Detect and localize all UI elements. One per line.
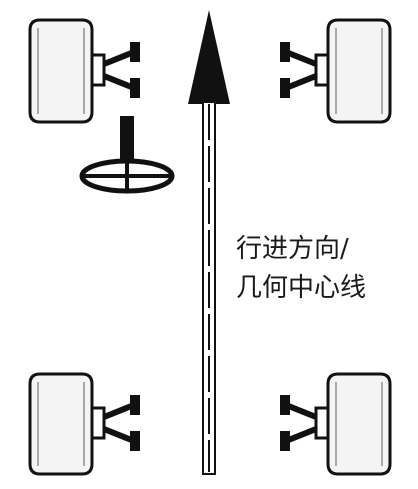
arrow-head — [188, 10, 230, 104]
suspension-arms — [102, 49, 136, 91]
direction-arrow — [188, 10, 230, 475]
suspension-arms — [284, 49, 318, 91]
wheel-rear-left — [28, 372, 140, 476]
direction-label-line-1: 行进方向/ — [236, 234, 349, 264]
wheel-tire — [326, 18, 392, 124]
wheel-hub — [90, 406, 106, 440]
wheel-tire — [326, 372, 392, 476]
wheel-hub — [314, 53, 330, 87]
steering-wheel — [79, 116, 175, 194]
wheel-front-left — [28, 18, 140, 124]
wheel-rear-right — [280, 372, 392, 476]
steering-column — [120, 116, 134, 168]
suspension-arms — [102, 402, 136, 444]
wheel-front-right — [280, 18, 392, 124]
wheel-hub — [90, 53, 106, 87]
wheel-tire — [28, 372, 94, 476]
suspension-arms — [284, 402, 318, 444]
wheel-tire — [28, 18, 94, 124]
direction-label-line-2: 几何中心线 — [236, 273, 366, 303]
wheel-hub — [314, 406, 330, 440]
